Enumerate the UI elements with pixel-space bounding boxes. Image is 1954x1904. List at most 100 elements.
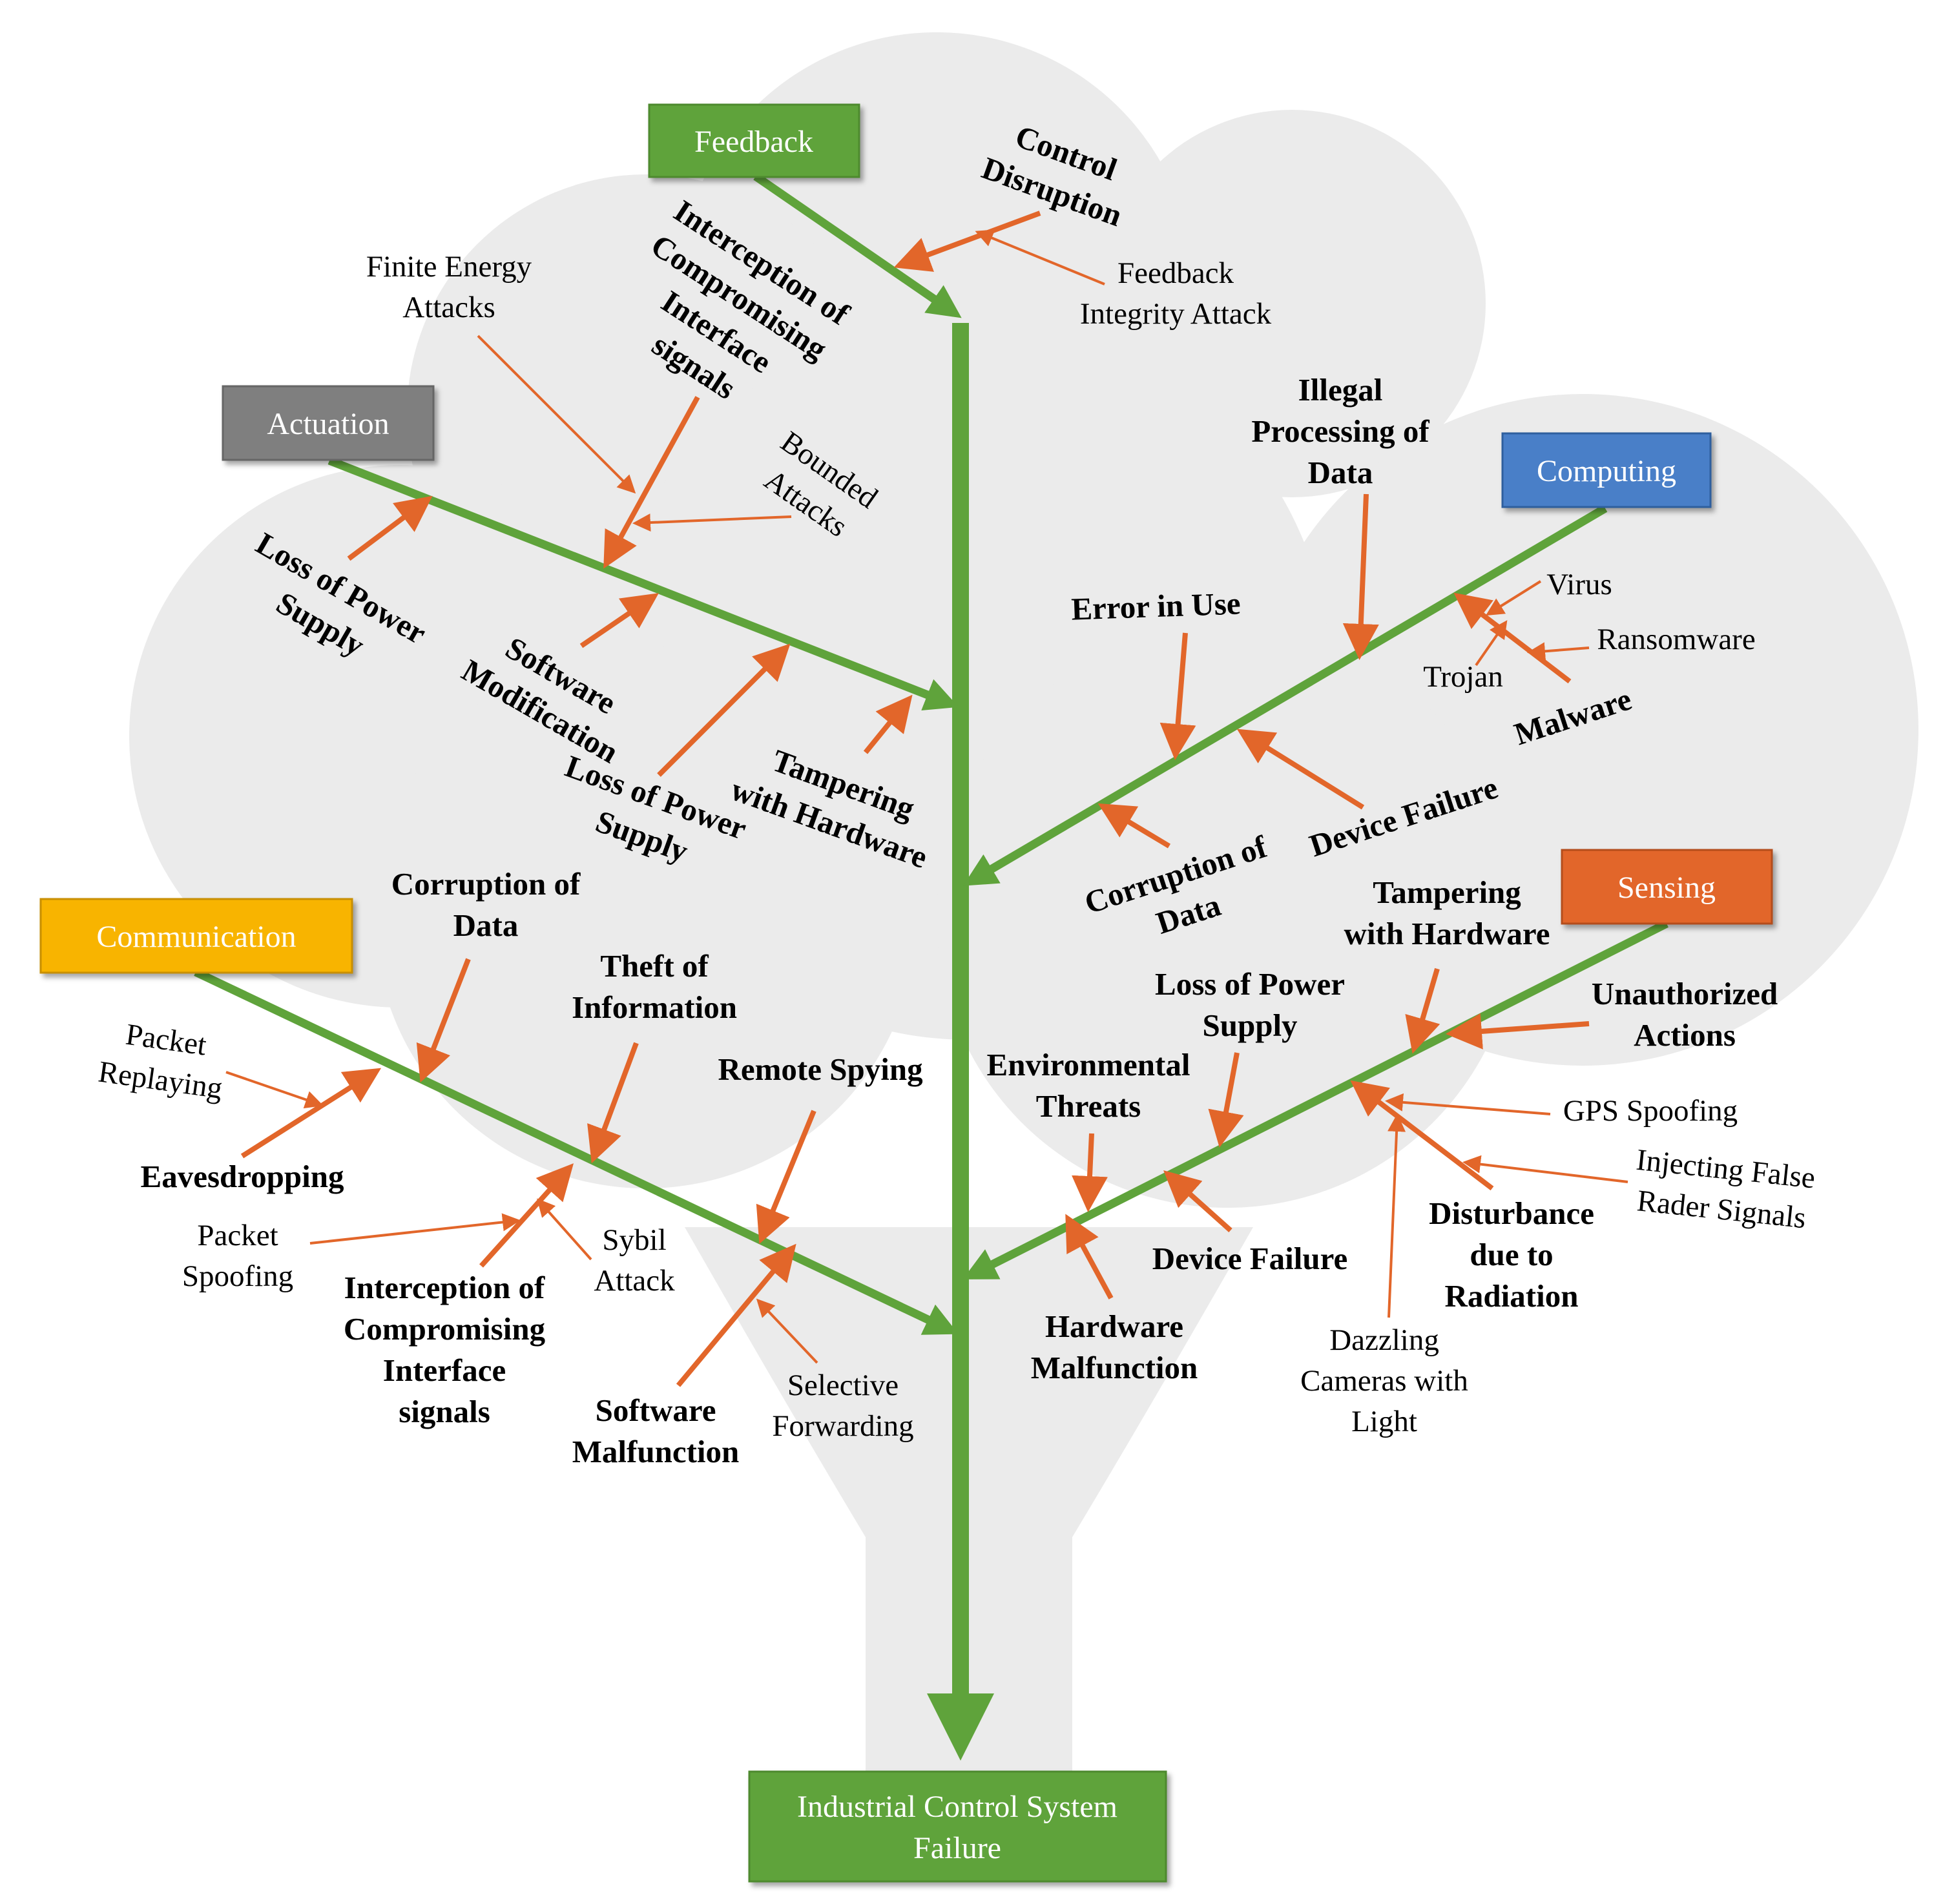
cause-line: Unauthorized [1592, 976, 1778, 1011]
label-packet-replaying: PacketReplaying [96, 1015, 230, 1106]
sensing-label: Sensing [1617, 871, 1716, 905]
cause-line: Data [1308, 455, 1373, 490]
cause-line: Selective [787, 1369, 899, 1402]
cause-line: Hardware [1045, 1309, 1183, 1344]
cause-line: Malfunction [1031, 1350, 1198, 1385]
label-ransomware: Ransomware [1597, 623, 1755, 656]
arrow-interception-feedback [603, 396, 700, 569]
result-box: Industrial Control System Failure [748, 1770, 1167, 1883]
arrow-gps-spoofing [1385, 1093, 1551, 1115]
cause-line: Dazzling [1329, 1323, 1439, 1357]
cause-line: Actions [1634, 1017, 1736, 1053]
arrow-packet-spoofing [309, 1213, 521, 1245]
cause-line: Information [572, 989, 737, 1025]
label-remote-spying: Remote Spying [718, 1051, 923, 1087]
cause-line: Ransomware [1597, 623, 1755, 656]
arrow-device-failure-comp [1236, 729, 1365, 810]
cause-line: Environmental [987, 1047, 1190, 1082]
branch-feedback [753, 172, 962, 318]
arrow-device-failure-sens [1163, 1170, 1232, 1232]
computing-label: Computing [1537, 454, 1676, 488]
cause-line: Packet [197, 1219, 278, 1252]
label-gps-spoofing: GPS Spoofing [1563, 1094, 1738, 1128]
label-trojan: Trojan [1423, 660, 1503, 694]
branch-communication [194, 968, 959, 1335]
category-sensing: Sensing [1561, 849, 1773, 925]
cause-line: Error in Use [1070, 585, 1241, 626]
cause-line: due to [1470, 1237, 1553, 1272]
result-line-1: Industrial Control System [797, 1790, 1117, 1824]
cause-line: Attacks [402, 291, 495, 324]
arrow-tampering-act [863, 694, 913, 754]
cause-line: Radiation [1445, 1278, 1579, 1314]
cause-line: with Hardware [1344, 916, 1550, 951]
cause-line: Interface [383, 1352, 506, 1388]
cause-line: Illegal [1298, 372, 1383, 408]
arrow-environmental [1072, 1133, 1108, 1212]
arrow-malware [1453, 592, 1572, 684]
label-device-failure-sensing: Device Failure [1152, 1241, 1348, 1276]
arrow-injecting-false [1462, 1155, 1628, 1183]
category-communication: Communication [39, 898, 353, 974]
label-virus: Virus [1546, 568, 1612, 601]
arrow-error-in-use [1159, 632, 1196, 760]
arrow-control-disruption [893, 211, 1041, 272]
cause-line: Corruption of [391, 866, 581, 902]
arrow-selective-forwarding [756, 1298, 818, 1364]
label-eavesdropping: Eavesdropping [141, 1159, 344, 1194]
cause-line: Device Failure [1152, 1241, 1348, 1276]
result-line-2: Failure [913, 1831, 1001, 1865]
cause-line: Virus [1546, 568, 1612, 601]
arrow-software-modification [579, 593, 659, 648]
arrow-corruption-comp [1097, 803, 1171, 849]
feedback-label: Feedback [694, 125, 813, 159]
cause-line: Finite Energy [366, 250, 532, 284]
arrow-illegal-processing [1342, 493, 1379, 660]
cause-line: Integrity Attack [1080, 297, 1272, 331]
cause-line: Software [596, 1392, 716, 1428]
arrow-packet-replaying [225, 1071, 324, 1109]
arrow-dazzling [1388, 1113, 1406, 1318]
branch-computing [962, 504, 1608, 886]
arrow-virus [1485, 580, 1542, 616]
arrow-interception-comm [479, 1163, 574, 1268]
arrow-feedback-integrity [975, 229, 1105, 285]
arrow-corruption-comm [416, 958, 471, 1083]
arrow-loss-power-act2 [657, 643, 791, 777]
actuation-label: Actuation [267, 407, 389, 441]
cause-line: Feedback [1117, 256, 1234, 290]
category-actuation: Actuation [222, 385, 435, 461]
branch-actuation [327, 456, 959, 710]
cause-line: Interception of [344, 1270, 545, 1305]
arrow-finite-energy [477, 335, 636, 494]
cause-line: Sybil [602, 1223, 666, 1257]
label-injecting-false-radar-signals: Injecting FalseRader Signals [1630, 1143, 1817, 1236]
cause-line: Cameras with [1300, 1364, 1468, 1398]
category-feedback: Feedback [648, 103, 860, 178]
communication-label: Communication [96, 920, 296, 954]
arrow-software-malfunction [676, 1243, 796, 1387]
arrow-remote-spying [756, 1110, 816, 1245]
cause-line: Forwarding [772, 1409, 913, 1443]
arrow-unauthorized-actions [1446, 1013, 1590, 1050]
cause-line: Supply [1202, 1008, 1298, 1043]
cause-line: Trojan [1423, 660, 1503, 694]
arrow-hardware-malfunction [1065, 1214, 1114, 1299]
arrow-loss-power-act1 [347, 495, 433, 561]
cause-line: Loss of Power [1155, 966, 1345, 1002]
